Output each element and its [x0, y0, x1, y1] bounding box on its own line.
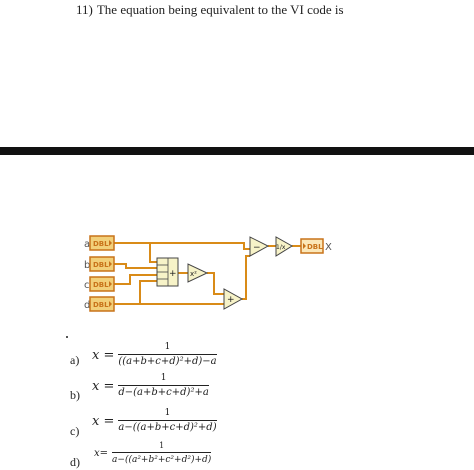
- input-b-type: DBL: [93, 261, 109, 269]
- wire-add-to-subtract: [242, 255, 250, 300]
- reciprocal-node: 1/x: [275, 236, 293, 257]
- option-b-lhs: x =: [92, 378, 115, 394]
- wire-d: [114, 280, 157, 305]
- wire-square-to-add: [207, 272, 224, 295]
- stray-dot: [66, 336, 68, 338]
- add-symbol: +: [227, 295, 235, 305]
- reciprocal-symbol: 1/x: [276, 244, 286, 251]
- output-x-group: DBL X: [300, 238, 332, 254]
- question-heading: 11)The equation being equivalent to the …: [76, 2, 344, 18]
- output-x-terminal: [300, 238, 324, 254]
- input-d-group: d DBL: [84, 296, 115, 312]
- wire-a: [114, 242, 157, 263]
- input-a-group: a DBL: [84, 235, 115, 251]
- wires: [114, 242, 301, 305]
- option-b-numerator: 1: [160, 373, 167, 383]
- option-b-fraction: 1 d−(a+b+c+d)²+a: [118, 373, 209, 399]
- option-b-denominator: d−(a+b+c+d)²+a: [118, 387, 209, 398]
- wire-a-to-subtract: [114, 242, 250, 250]
- question-number: 11): [76, 2, 93, 17]
- input-a-label: a: [84, 239, 90, 250]
- input-c-terminal: [89, 276, 115, 292]
- add-node: +: [223, 288, 244, 310]
- option-c-lhs: x =: [92, 413, 115, 429]
- input-a-type: DBL: [93, 240, 109, 248]
- input-c-group: c DBL: [84, 276, 115, 292]
- compound-add-symbol: +: [169, 269, 177, 279]
- input-b-group: b DBL: [84, 256, 115, 272]
- input-d-terminal: [89, 296, 115, 312]
- option-d-denominator: a−((a²+b²+c²+d²)+d): [112, 455, 212, 465]
- option-c-numerator: 1: [164, 408, 171, 418]
- option-a-equation[interactable]: x = 1 ((a+b+c+d)²+d)−a: [92, 342, 217, 368]
- input-d-type: DBL: [93, 301, 109, 309]
- input-b-terminal: [89, 256, 115, 272]
- compound-add-node: +: [156, 257, 179, 287]
- output-x-label: X: [325, 242, 332, 253]
- option-c-letter: c): [70, 424, 80, 438]
- square-node: x²: [187, 263, 209, 283]
- subtract-node: −: [249, 236, 270, 257]
- option-d-letter: d): [70, 455, 80, 469]
- output-x-type: DBL: [307, 243, 323, 251]
- option-a-lhs: x =: [92, 347, 115, 363]
- input-c-label: c: [84, 280, 90, 291]
- option-a-fraction: 1 ((a+b+c+d)²+d)−a: [118, 342, 217, 368]
- square-symbol: x²: [190, 270, 197, 278]
- subtract-symbol: −: [253, 243, 261, 253]
- option-a-numerator: 1: [164, 342, 171, 352]
- option-d-lhs: x=: [94, 447, 109, 459]
- question-text: The equation being equivalent to the VI …: [96, 2, 344, 17]
- option-c-equation[interactable]: x = 1 a−((a+b+c+d)²+d): [92, 408, 217, 434]
- option-a-denominator: ((a+b+c+d)²+d)−a: [118, 356, 217, 367]
- separator-bar: [0, 147, 474, 155]
- option-b-letter: b): [70, 388, 80, 402]
- option-c-fraction: 1 a−((a+b+c+d)²+d): [118, 408, 217, 434]
- input-a-terminal: [89, 235, 115, 251]
- input-c-type: DBL: [93, 281, 109, 289]
- option-d-equation[interactable]: x= 1 a−((a²+b²+c²+d²)+d): [94, 440, 212, 466]
- wire-c: [114, 274, 157, 285]
- option-d-numerator: 1: [159, 441, 165, 450]
- input-d-label: d: [84, 300, 90, 311]
- option-c-denominator: a−((a+b+c+d)²+d): [118, 422, 217, 433]
- input-b-label: b: [84, 260, 90, 271]
- wire-b: [114, 263, 157, 269]
- option-a-letter: a): [70, 353, 80, 367]
- option-d-fraction: 1 a−((a²+b²+c²+d²)+d): [112, 440, 212, 466]
- option-b-equation[interactable]: x = 1 d−(a+b+c+d)²+a: [92, 373, 209, 399]
